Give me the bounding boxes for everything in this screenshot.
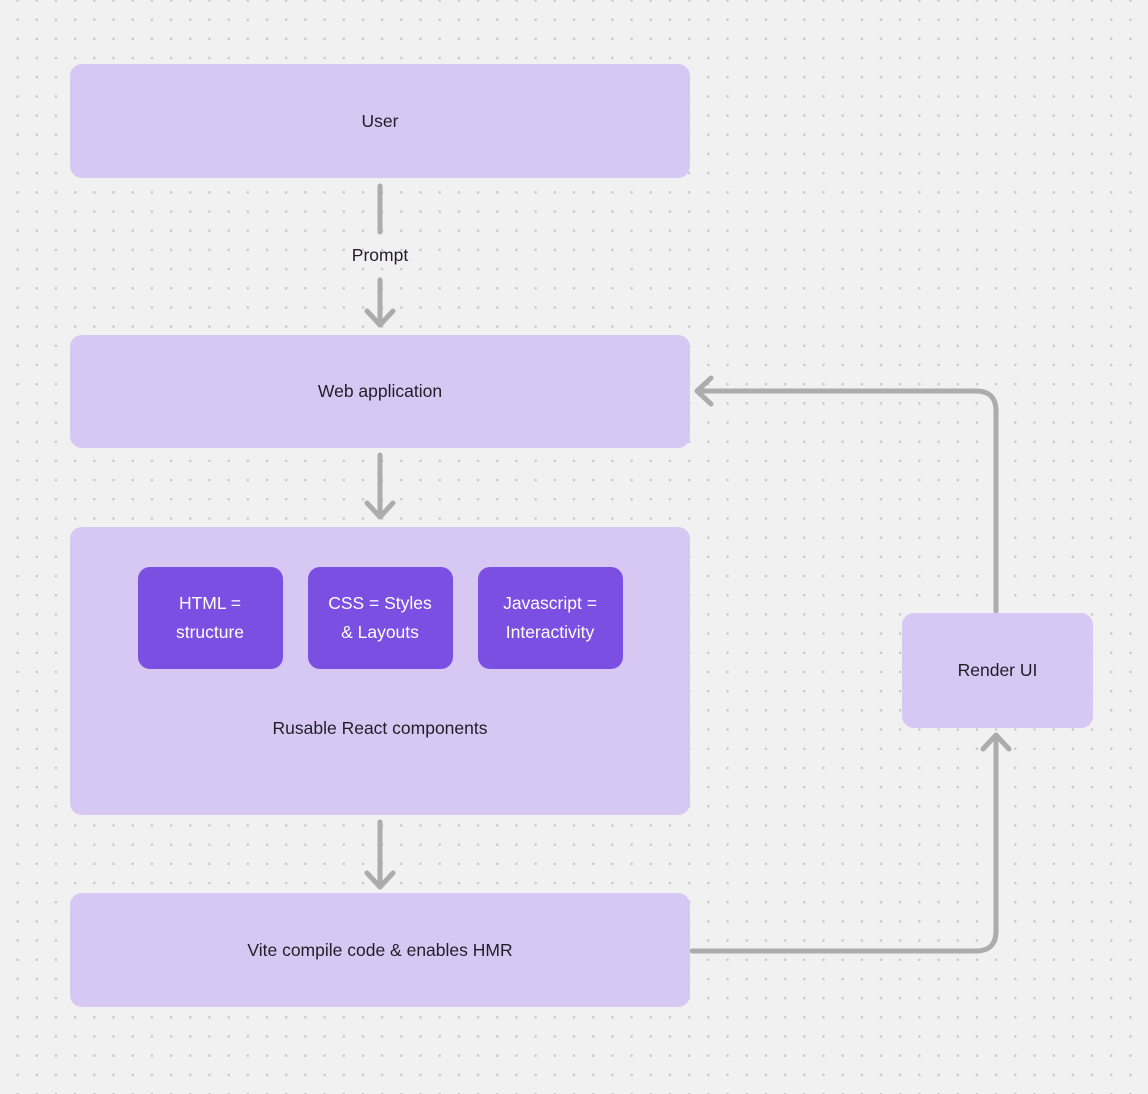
chip-css-label: CSS = Styles & Layouts (328, 593, 432, 642)
node-vite[interactable]: Vite compile code & enables HMR (70, 893, 690, 1007)
components-row: HTML = structure CSS = Styles & Layouts … (70, 567, 690, 669)
node-components-group[interactable]: HTML = structure CSS = Styles & Layouts … (70, 527, 690, 815)
chip-javascript[interactable]: Javascript = Interactivity (477, 567, 623, 669)
chip-css[interactable]: CSS = Styles & Layouts (307, 567, 453, 669)
chip-html[interactable]: HTML = structure (137, 567, 283, 669)
node-render-ui-label: Render UI (957, 660, 1038, 680)
node-user[interactable]: User (70, 64, 690, 178)
components-group-caption: Rusable React components (272, 718, 488, 738)
chip-javascript-label: Javascript = Interactivity (503, 593, 597, 642)
chip-html-label: HTML = structure (175, 593, 245, 642)
node-user-label: User (361, 110, 399, 131)
arrow-vite-to-renderui (689, 732, 1012, 954)
edge-label-prompt: Prompt (351, 245, 409, 265)
node-render-ui[interactable]: Render UI (902, 613, 1093, 728)
node-web-application-label: Web application (317, 381, 443, 401)
node-vite-label: Vite compile code & enables HMR (247, 939, 513, 960)
arrow-renderui-to-webapp (694, 375, 999, 614)
arrow-components-to-vite (364, 819, 396, 890)
node-web-application[interactable]: Web application (70, 335, 690, 448)
arrow-webapp-to-components (364, 452, 396, 520)
